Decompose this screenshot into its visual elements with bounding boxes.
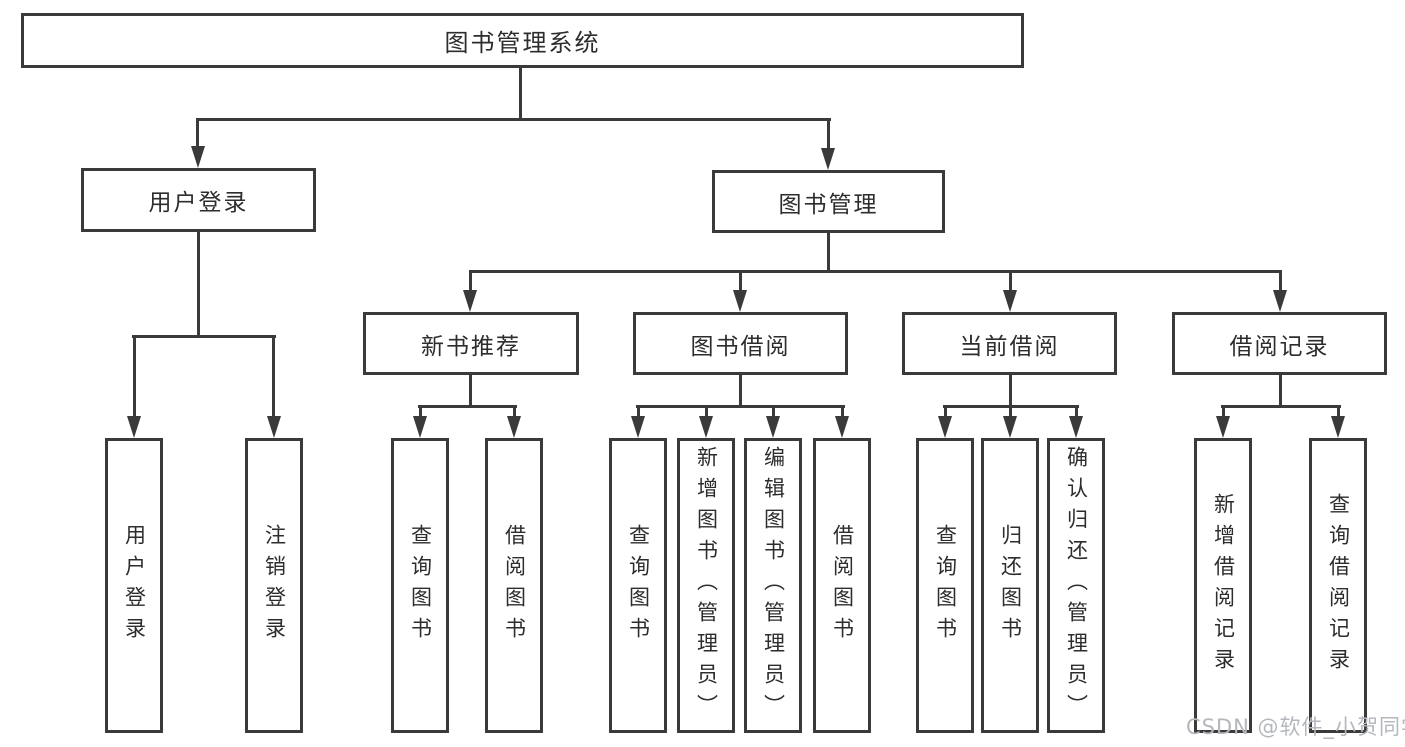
node-leaf-logout: 注销登录 <box>245 438 303 733</box>
arrow-down-icon <box>1003 290 1017 312</box>
connector-login-child1-shaft <box>133 335 136 418</box>
connector-borrow-child2-shaft <box>705 405 708 418</box>
node-leaf-current-return-book: 归还图书 <box>981 438 1039 733</box>
node-leaf-logout-label: 注销登录 <box>262 523 287 648</box>
arrow-down-icon <box>766 416 780 438</box>
connector-record-stem <box>1279 375 1282 408</box>
connector-current-child3-shaft <box>1075 405 1078 418</box>
connector-record-child2-shaft <box>1337 405 1340 418</box>
connector-login-child2-shaft <box>272 335 275 418</box>
node-leaf-current-return-book-label: 归还图书 <box>998 523 1023 648</box>
connector-management-stem <box>827 233 830 273</box>
connector-root-to-login-shaft <box>196 118 199 148</box>
connector-recommend-stem <box>469 375 472 408</box>
node-leaf-current-confirm-return-label: 确认归还（管理员） <box>1064 446 1089 725</box>
connector-borrow-stem <box>739 375 742 408</box>
node-leaf-current-confirm-return: 确认归还（管理员） <box>1047 438 1105 733</box>
node-library-system-label: 图书管理系统 <box>444 29 601 57</box>
connector-login-stem <box>197 232 200 338</box>
node-book-management: 图书管理 <box>712 170 945 233</box>
arrow-down-icon <box>1069 416 1083 438</box>
connector-management-child1-shaft <box>469 270 472 292</box>
arrow-down-icon <box>191 146 205 168</box>
arrow-down-icon <box>821 148 835 170</box>
connector-management-child4-shaft <box>1279 270 1282 292</box>
arrow-down-icon <box>1216 416 1230 438</box>
connector-record-child1-shaft <box>1222 405 1225 418</box>
connector-borrow-branch <box>636 405 845 408</box>
node-book-borrow-label: 图书借阅 <box>690 333 791 360</box>
arrow-down-icon <box>267 416 281 438</box>
arrow-down-icon <box>835 416 849 438</box>
arrow-down-icon <box>127 416 141 438</box>
connector-recommend-child1-shaft <box>419 405 422 418</box>
arrow-down-icon <box>413 416 427 438</box>
connector-borrow-child4-shaft <box>841 405 844 418</box>
node-leaf-borrow-edit-book: 编辑图书（管理员） <box>744 438 802 733</box>
node-current-borrow: 当前借阅 <box>902 312 1117 375</box>
node-new-book-recommend-label: 新书推荐 <box>421 333 521 360</box>
csdn-watermark: CSDN @软件_小贺同学 <box>1186 715 1405 739</box>
node-leaf-record-query-label: 查询借阅记录 <box>1326 492 1351 679</box>
connector-recommend-child2-shaft <box>513 405 516 418</box>
node-leaf-recommend-borrow-book: 借阅图书 <box>485 438 543 733</box>
arrow-down-icon <box>699 416 713 438</box>
arrow-down-icon <box>733 290 747 312</box>
connector-management-child3-shaft <box>1009 270 1012 292</box>
node-leaf-recommend-query-book: 查询图书 <box>391 438 449 733</box>
node-leaf-user-login: 用户登录 <box>105 438 163 733</box>
node-leaf-borrow-borrow-book: 借阅图书 <box>813 438 871 733</box>
node-user-login: 用户登录 <box>81 168 316 232</box>
node-borrow-record-label: 借阅记录 <box>1229 333 1330 360</box>
arrow-down-icon <box>1273 290 1287 312</box>
node-leaf-borrow-add-book-label: 新增图书（管理员） <box>694 446 719 725</box>
connector-borrow-child1-shaft <box>637 405 640 418</box>
arrow-down-icon <box>1331 416 1345 438</box>
connector-management-child2-shaft <box>739 270 742 292</box>
node-book-management-label: 图书管理 <box>778 191 879 218</box>
connector-current-stem <box>1009 375 1012 408</box>
node-leaf-user-login-label: 用户登录 <box>122 523 147 648</box>
connector-management-branch <box>469 270 1282 273</box>
connector-record-branch <box>1221 405 1341 408</box>
node-current-borrow-label: 当前借阅 <box>959 333 1060 360</box>
node-leaf-record-query: 查询借阅记录 <box>1309 438 1367 733</box>
arrow-down-icon <box>463 290 477 312</box>
node-leaf-borrow-query-book-label: 查询图书 <box>626 523 651 648</box>
node-leaf-recommend-query-book-label: 查询图书 <box>408 523 433 648</box>
node-leaf-borrow-borrow-book-label: 借阅图书 <box>830 523 855 648</box>
connector-borrow-child3-shaft <box>772 405 775 418</box>
node-leaf-borrow-query-book: 查询图书 <box>609 438 667 733</box>
connector-current-child2-shaft <box>1009 405 1012 418</box>
node-user-login-label: 用户登录 <box>148 190 249 216</box>
connector-root-stem <box>519 68 522 121</box>
node-book-borrow: 图书借阅 <box>633 312 848 375</box>
node-leaf-current-query-book-label: 查询图书 <box>933 523 958 648</box>
connector-recommend-branch <box>418 405 517 408</box>
connector-current-child1-shaft <box>944 405 947 418</box>
node-new-book-recommend: 新书推荐 <box>363 312 579 375</box>
node-borrow-record: 借阅记录 <box>1172 312 1387 375</box>
node-leaf-borrow-add-book: 新增图书（管理员） <box>677 438 735 733</box>
arrow-down-icon <box>631 416 645 438</box>
node-leaf-record-add: 新增借阅记录 <box>1194 438 1252 733</box>
node-leaf-borrow-edit-book-label: 编辑图书（管理员） <box>761 446 786 725</box>
arrow-down-icon <box>507 416 521 438</box>
connector-root-branch <box>197 118 831 121</box>
node-leaf-current-query-book: 查询图书 <box>916 438 974 733</box>
node-leaf-recommend-borrow-book-label: 借阅图书 <box>502 523 527 648</box>
node-library-system: 图书管理系统 <box>21 13 1024 68</box>
arrow-down-icon <box>1003 416 1017 438</box>
node-leaf-record-add-label: 新增借阅记录 <box>1211 492 1236 679</box>
arrow-down-icon <box>938 416 952 438</box>
connector-login-branch <box>132 335 276 338</box>
connector-root-to-management-shaft <box>827 118 830 150</box>
